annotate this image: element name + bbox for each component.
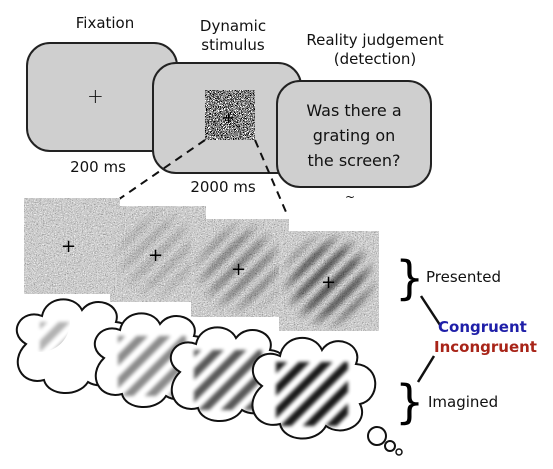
judgement-label-line2: (detection)	[333, 50, 417, 68]
presented-connector	[419, 295, 442, 326]
thought-bubble-medium	[384, 440, 396, 452]
fixation-label: Fixation	[75, 14, 135, 32]
thought-bubble-large	[367, 426, 387, 446]
dynamic-noise-patch: +	[205, 90, 255, 140]
svg-text:+: +	[231, 259, 246, 280]
fixation-cross-icon: +	[87, 84, 104, 108]
noise-frame-2: +	[110, 206, 206, 302]
svg-text:+: +	[148, 245, 163, 266]
question-line1: Was there a	[306, 101, 402, 120]
svg-text:+: +	[321, 272, 336, 293]
judgement-screen: Was there a grating on the screen?	[276, 80, 432, 188]
noise-frame-3: +	[191, 219, 289, 317]
congruent-label: Congruent	[438, 318, 527, 336]
reality-judgement-label: Reality judgement (detection)	[295, 31, 455, 69]
question-line3: the screen?	[307, 151, 401, 170]
imagined-brace: }	[395, 375, 424, 429]
incongruent-label: Incongruent	[434, 338, 537, 356]
thought-bubble-small	[395, 448, 403, 456]
dynamic-label-line2: stimulus	[201, 36, 265, 54]
judgement-label-line1: Reality judgement	[306, 31, 444, 49]
dynamic-label-line1: Dynamic	[199, 17, 267, 35]
dynamic-stimulus-label: Dynamic stimulus	[178, 17, 288, 55]
tilde-mark: ~	[344, 190, 356, 204]
question-line2: grating on	[312, 126, 396, 145]
zoom-line-left	[111, 139, 206, 205]
presented-label: Presented	[426, 268, 502, 286]
noise-frame-4: +	[279, 231, 379, 331]
imagined-connector	[416, 355, 436, 383]
thought-cloud-4	[251, 336, 377, 440]
svg-text:+: +	[61, 236, 76, 257]
imagined-label: Imagined	[428, 393, 499, 411]
svg-text:+: +	[222, 108, 235, 127]
noise-frame-1: +	[24, 198, 120, 294]
presented-brace: }	[395, 251, 424, 305]
stimulus-duration: 2000 ms	[190, 178, 256, 196]
zoom-line-right	[254, 139, 287, 213]
judgement-question: Was there a grating on the screen?	[278, 98, 430, 173]
fixation-duration: 200 ms	[70, 158, 126, 176]
